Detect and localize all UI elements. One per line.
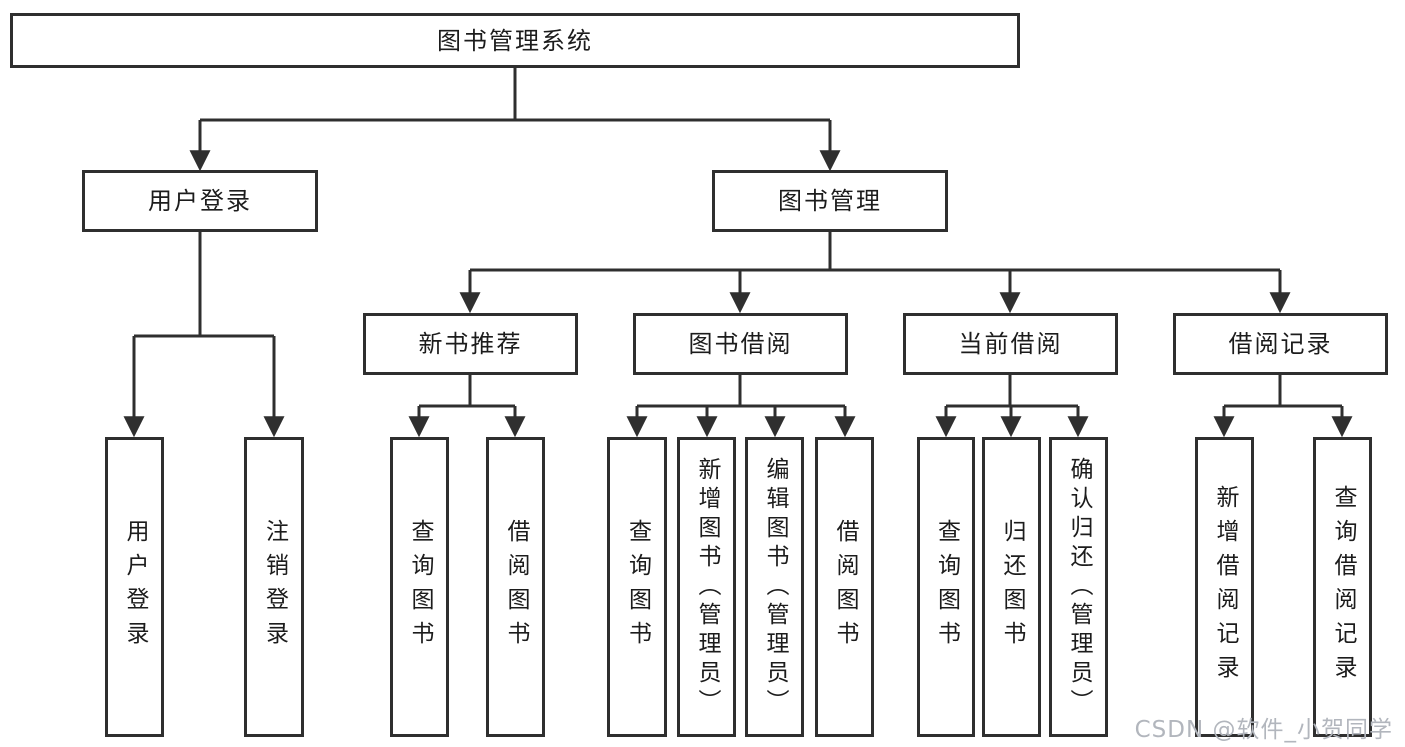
node-library-management-system: 图书管理系统	[10, 13, 1020, 68]
leaf-query-books-current: 查询图书	[917, 437, 975, 737]
leaf-return-books: 归还图书	[982, 437, 1041, 737]
leaf-borrow-books: 借阅图书	[815, 437, 874, 737]
leaf-logout: 注销登录	[244, 437, 304, 737]
leaf-query-borrow-record: 查询借阅记录	[1313, 437, 1372, 737]
connector-current-borrowing-children	[935, 375, 1089, 438]
leaf-borrow-books-recommend: 借阅图书	[486, 437, 545, 737]
node-user-login: 用户登录	[82, 170, 318, 232]
connector-book-management-children	[459, 232, 1291, 314]
leaf-user-login: 用户登录	[105, 437, 164, 737]
leaf-query-books-borrowing: 查询图书	[607, 437, 667, 737]
node-current-borrowing: 当前借阅	[903, 313, 1118, 375]
connector-new-book-children	[408, 375, 526, 438]
connector-borrowing-records-children	[1213, 375, 1353, 438]
leaf-edit-book-admin: 编辑图书（管理员）	[745, 437, 804, 737]
connector-user-login-children	[123, 232, 285, 438]
leaf-confirm-return-admin: 确认归还（管理员）	[1049, 437, 1108, 737]
node-book-borrowing: 图书借阅	[633, 313, 848, 375]
leaf-add-book-admin: 新增图书（管理员）	[677, 437, 736, 737]
leaf-query-books-recommend: 查询图书	[390, 437, 449, 737]
node-book-management: 图书管理	[712, 170, 948, 232]
connector-root-to-level2	[189, 68, 841, 172]
connector-book-borrowing-children	[626, 375, 856, 438]
node-new-book-recommendation: 新书推荐	[363, 313, 578, 375]
leaf-add-borrow-record: 新增借阅记录	[1195, 437, 1254, 737]
csdn-watermark: CSDN @软件_小贺同学	[1134, 717, 1393, 743]
node-borrowing-records: 借阅记录	[1173, 313, 1388, 375]
